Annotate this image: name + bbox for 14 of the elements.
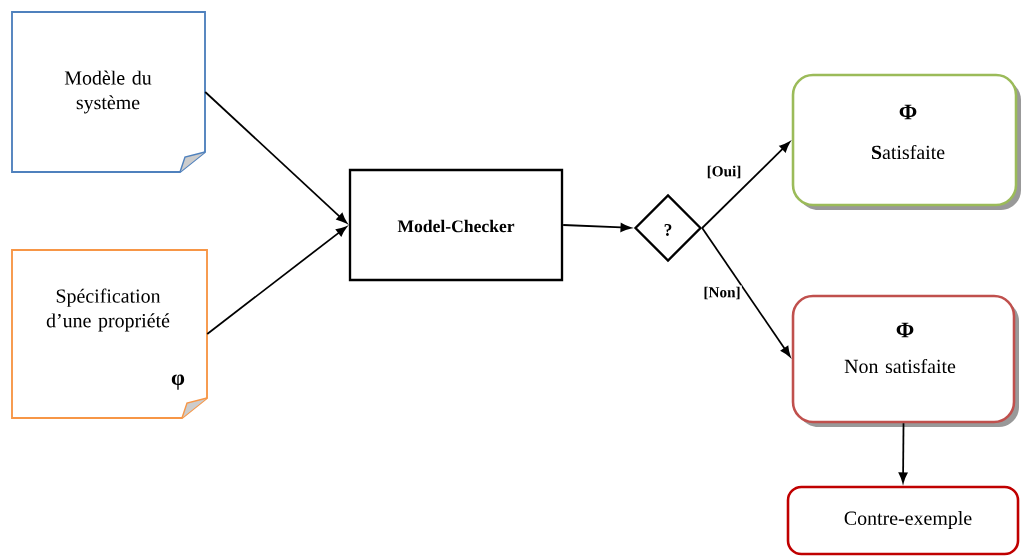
- edge-label: [Oui]: [705, 164, 743, 180]
- arrow: [701, 141, 790, 229]
- result-box: Contre-exemple: [786, 485, 1020, 556]
- arrow: [206, 226, 347, 335]
- arrow: [562, 223, 632, 232]
- note-box: Modèle du système: [11, 11, 206, 173]
- arrow: [204, 91, 348, 224]
- result-box: Φ Satisfaite: [791, 73, 1021, 210]
- process-box: Model-Checker: [348, 168, 564, 282]
- edge-label: [Non]: [702, 285, 742, 301]
- note-box: Spécification d’une propriété φ: [11, 249, 208, 419]
- arrow: [898, 422, 908, 483]
- result-box: Φ Non satisfaite: [791, 294, 1019, 427]
- arrow: [701, 227, 791, 357]
